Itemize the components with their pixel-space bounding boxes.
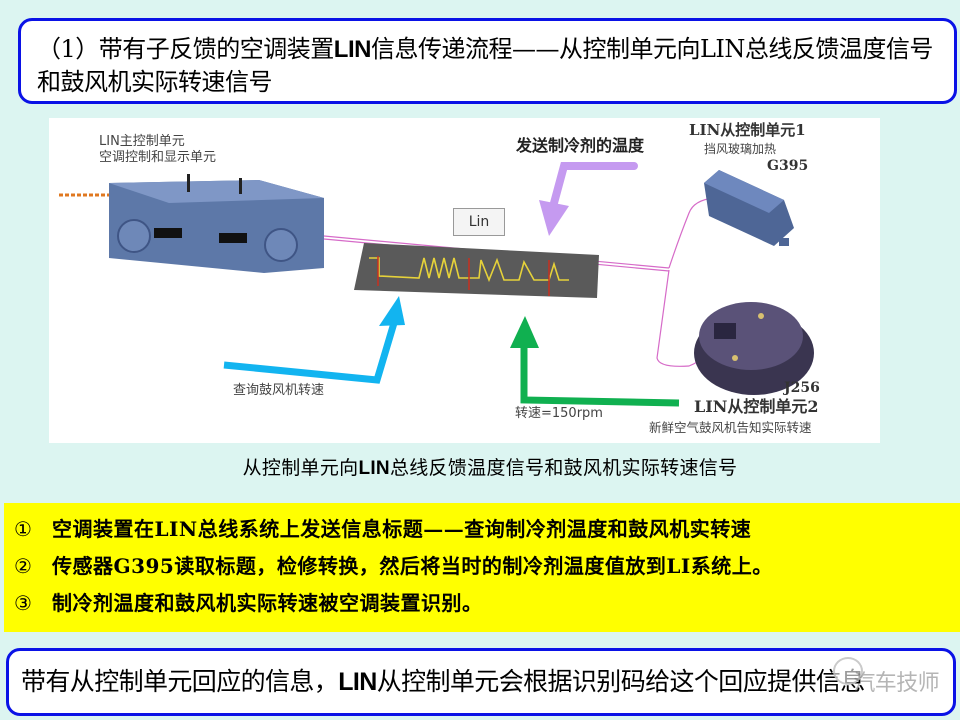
slave2-subtitle: 新鲜空气鼓风机告知实际转速 [649,420,812,435]
lin-flow-diagram: LIN主控制单元 空调控制和显示单元 LIN从控制单元1 发送制冷剂的温度 挡风… [49,118,880,443]
master-label-line1: LIN主控制单元 [99,134,185,149]
title-text-b: 信息传递流程——从控制单元向LIN总线反馈温度信号和鼓风机实际转速信号 [37,35,933,96]
summary-text-b: 从控制单元会根据识别码给这个回应提供信息 [376,667,866,696]
figure-caption: 从控制单元向LIN总线反馈温度信号和鼓风机实际转速信号 [0,455,960,482]
step-text: 制冷剂温度和鼓风机实际转速被空调装置识别。 [52,591,483,615]
step-item: ③ 制冷剂温度和鼓风机实际转速被空调装置识别。 [14,585,960,622]
caption-text-b: 总线反馈温度信号和鼓风机实际转速信号 [389,457,738,479]
title-text-a: 带有子反馈的空调装置 [98,35,335,63]
lin-signal-strip [354,243,599,298]
master-label-line2: 空调控制和显示单元 [99,150,217,165]
step-number: ③ [14,591,33,615]
speed-value-label: 转速=150rpm [515,406,603,421]
slave2-code: J256 [784,380,820,396]
slave2-blower-image [694,302,814,395]
summary-lin: LIN [338,668,377,696]
step-number: ② [14,554,33,578]
step-item: ② 传感器G395读取标题，检修转换，然后将当时的制冷剂温度值放到LI系统上。 [14,548,960,585]
query-blower-speed-label: 查询鼓风机转速 [233,383,325,398]
step-text: 传感器G395读取标题，检修转换，然后将当时的制冷剂温度值放到LI系统上。 [52,554,773,578]
slave1-code: G395 [767,158,809,174]
slave1-sensor-image [704,170,794,246]
watermark-text: 汽车技师 [853,671,939,696]
steps-box: ① 空调装置在LIN总线系统上发送信息标题——查询制冷剂温度和鼓风机实转速 ② 传感… [4,503,960,632]
title-prefix: （1） [37,35,99,63]
step-item: ① 空调装置在LIN总线系统上发送信息标题——查询制冷剂温度和鼓风机实转速 [14,511,960,548]
step-text: 空调装置在LIN总线系统上发送信息标题——查询制冷剂温度和鼓风机实转速 [52,517,752,541]
summary-text-a: 带有从控制单元回应的信息， [21,667,339,696]
step-number: ① [14,517,33,541]
diagram-graphics [59,162,814,407]
send-refrigerant-temp-label: 发送制冷剂的温度 [516,136,645,155]
master-control-unit-image [109,174,324,273]
caption-text-a: 从控制单元向 [242,457,359,479]
slave1-title: LIN从控制单元1 [689,121,806,139]
title-lin: LIN [333,36,372,63]
title-box: （1）带有子反馈的空调装置LIN信息传递流程——从控制单元向LIN总线反馈温度信… [18,18,957,104]
slave1-subtitle: 挡风玻璃加热 [704,142,777,156]
lin-bus-tag: Lin [453,208,505,236]
caption-lin: LIN [358,458,390,479]
slave2-title: LIN从控制单元2 [694,397,819,416]
wechat-watermark-icon [833,657,863,685]
summary-box: 带有从控制单元回应的信息，LIN从控制单元会根据识别码给这个回应提供信息 汽车技… [6,648,956,716]
